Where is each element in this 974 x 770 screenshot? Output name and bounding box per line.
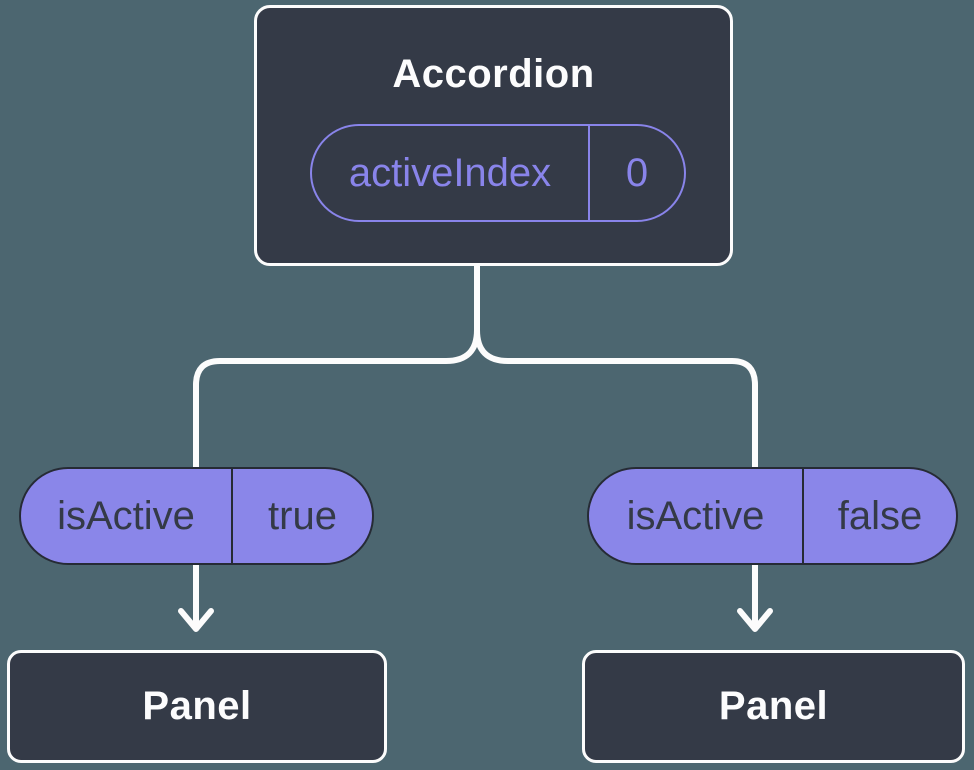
- panel-node-right: Panel: [582, 650, 965, 763]
- arrow-down-icon: [737, 608, 773, 632]
- is-active-pill-false: isActive false: [587, 467, 958, 565]
- accordion-node-title: Accordion: [392, 52, 595, 96]
- active-index-prop-pill: activeIndex 0: [310, 124, 686, 222]
- panel-node-title: Panel: [142, 684, 252, 728]
- branch-line-left: [193, 255, 480, 629]
- accordion-node: Accordion activeIndex 0: [254, 5, 733, 266]
- prop-name: activeIndex: [312, 126, 590, 220]
- arrow-down-icon: [178, 608, 214, 632]
- is-active-pill-true: isActive true: [19, 467, 374, 565]
- panel-node-left: Panel: [7, 650, 387, 763]
- panel-node-title: Panel: [718, 684, 829, 728]
- prop-value: true: [268, 493, 337, 538]
- prop-name: isActive: [21, 469, 233, 563]
- prop-value: false: [837, 493, 923, 538]
- prop-value: 0: [625, 150, 649, 195]
- prop-name: isActive: [589, 469, 804, 563]
- branch-line-right: [474, 255, 758, 629]
